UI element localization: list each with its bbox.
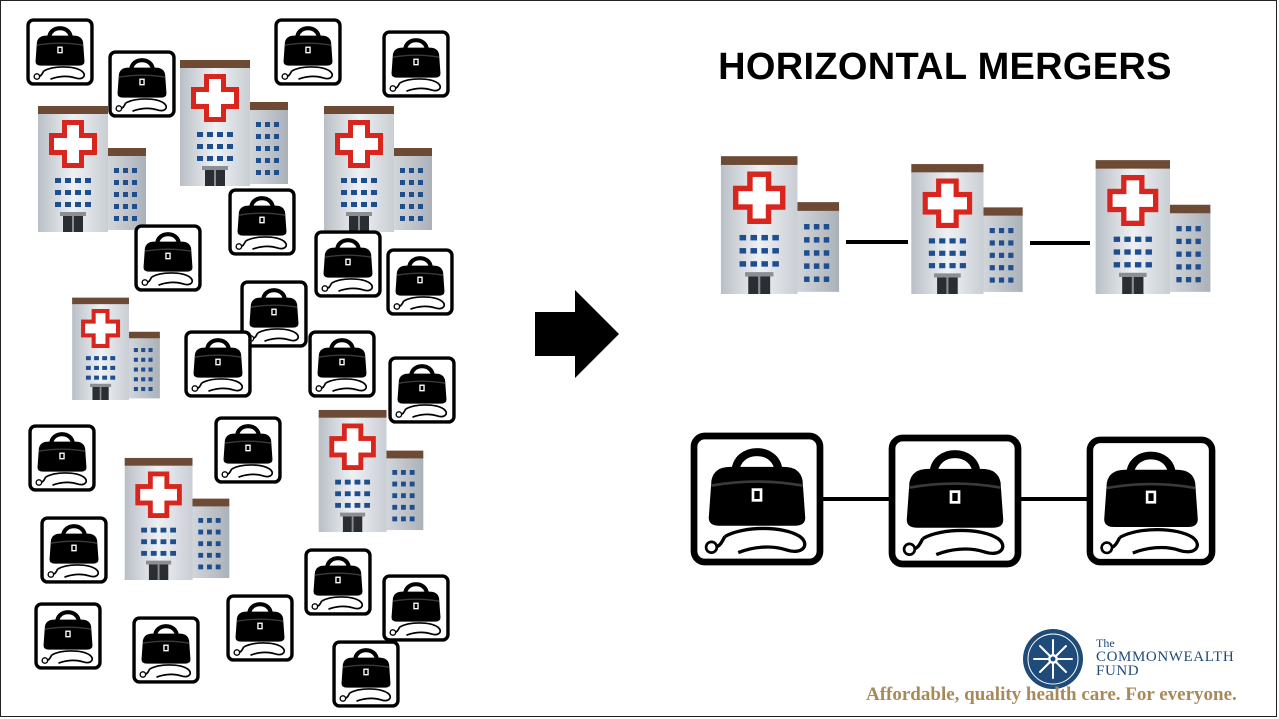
logo-the: The [1096, 636, 1115, 650]
doctor-bag-icon [382, 30, 450, 98]
doctor-bag-icon [690, 432, 824, 566]
doctor-bag-icon [308, 330, 376, 398]
doctor-bag-icon [1086, 436, 1216, 566]
doctor-bag-icon [108, 50, 176, 118]
doctor-bag-icon [228, 188, 296, 256]
arrow-right-icon [535, 290, 619, 378]
logo-wordmark: The COMMONWEALTH FUND [1096, 636, 1235, 679]
doctor-bag-icon [26, 18, 94, 86]
merger-connector [818, 497, 894, 501]
hospital-icon [310, 408, 432, 532]
doctor-bag-icon [388, 356, 456, 424]
doctor-bag-icon [304, 548, 372, 616]
hospital-icon [64, 296, 168, 400]
merger-connector [1018, 497, 1090, 501]
logo-name-line1: COMMONWEALTH [1096, 649, 1235, 665]
doctor-bag-icon [40, 516, 108, 584]
doctor-bag-icon [184, 330, 252, 398]
hospital-icon [36, 104, 148, 232]
merger-connector [1030, 241, 1090, 245]
hospital-icon [710, 154, 850, 294]
doctor-bag-icon [274, 18, 342, 86]
doctor-bag-icon [888, 434, 1022, 568]
doctor-bag-icon [28, 424, 96, 492]
doctor-bag-icon [382, 574, 450, 642]
doctor-bag-icon [332, 640, 400, 708]
hospital-icon [322, 104, 434, 232]
doctor-bag-icon [226, 594, 294, 662]
commonwealth-fund-seal-icon [1023, 629, 1083, 689]
doctor-bag-icon [314, 230, 382, 298]
doctor-bag-icon [34, 602, 102, 670]
merger-connector [846, 240, 908, 244]
doctor-bag-icon [132, 616, 200, 684]
tagline: Affordable, quality health care. For eve… [866, 684, 1237, 705]
hospital-icon [900, 162, 1034, 294]
hospital-icon [1086, 158, 1220, 294]
doctor-bag-icon [214, 416, 282, 484]
doctor-bag-icon [386, 248, 454, 316]
slide-title: HORIZONTAL MERGERS [718, 46, 1172, 88]
logo-name-line2: FUND [1096, 663, 1140, 679]
doctor-bag-icon [134, 224, 202, 292]
